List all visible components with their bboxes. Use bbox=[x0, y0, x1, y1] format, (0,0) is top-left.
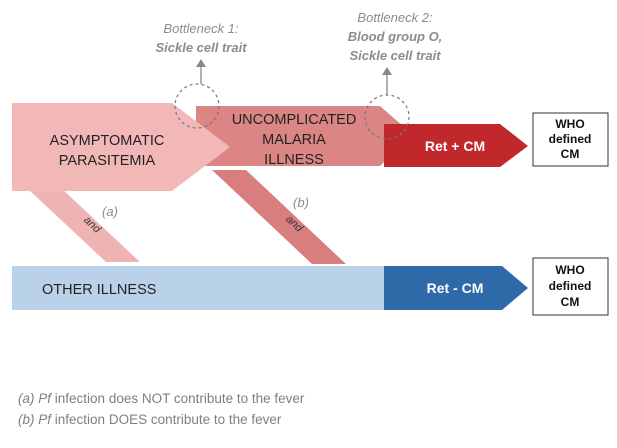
footnote-b: (b) Pf infection DOES contribute to the … bbox=[18, 409, 304, 430]
ret-minus-cm-arrow bbox=[384, 266, 528, 310]
footnote-b-text: infection DOES contribute to the fever bbox=[51, 412, 282, 427]
footnote-b-italic: Pf bbox=[38, 412, 52, 427]
asymptomatic-label-line-2: PARASITEMIA bbox=[59, 153, 156, 169]
uncomplicated-label-line-1: UNCOMPLICATED bbox=[232, 112, 357, 128]
ret-plus-cm-label: Ret + CM bbox=[425, 138, 485, 154]
footnote-a: (a) Pf infection does NOT contribute to … bbox=[18, 388, 304, 409]
footnote-b-marker: (b) bbox=[18, 412, 35, 427]
footnote-a-marker: (a) bbox=[18, 391, 35, 406]
uncomplicated-label-line-3: ILLNESS bbox=[264, 152, 324, 168]
connector-a-marker: (a) bbox=[102, 204, 118, 219]
bottleneck-1-title: Bottleneck 1: bbox=[163, 21, 239, 36]
bottleneck-2-detail-line-2: Sickle cell trait bbox=[349, 48, 441, 63]
other-illness-label: OTHER ILLNESS bbox=[42, 282, 156, 298]
who-box-bottom-line-1: WHO bbox=[555, 263, 584, 277]
bottleneck-2-title: Bottleneck 2: bbox=[357, 10, 433, 25]
asymptomatic-label-line-1: ASYMPTOMATIC bbox=[50, 133, 165, 149]
footnote-a-text: infection does NOT contribute to the fev… bbox=[51, 391, 305, 406]
who-box-top-line-2: defined bbox=[549, 132, 592, 146]
uncomplicated-label-line-2: MALARIA bbox=[262, 132, 326, 148]
asymptomatic-parasitemia-arrow bbox=[12, 103, 230, 191]
who-box-bottom bbox=[532, 257, 609, 316]
bottleneck-2-arrow-head bbox=[382, 67, 392, 75]
footnotes: (a) Pf infection does NOT contribute to … bbox=[18, 388, 304, 430]
bottleneck-1-detail: Sickle cell trait bbox=[155, 40, 247, 55]
ret-plus-cm-arrow bbox=[384, 124, 528, 167]
ret-minus-cm-label: Ret - CM bbox=[427, 280, 484, 296]
other-illness-bar bbox=[12, 266, 394, 310]
who-box-bottom-line-3: CM bbox=[561, 295, 580, 309]
who-box-top-line-3: CM bbox=[561, 147, 580, 161]
who-box-bottom-line-2: defined bbox=[549, 279, 592, 293]
who-box-top-line-1: WHO bbox=[555, 117, 584, 131]
bottleneck-1-arrow-head bbox=[196, 59, 206, 67]
who-box-top bbox=[532, 112, 609, 167]
footnote-a-italic: Pf bbox=[38, 391, 52, 406]
connector-a-band bbox=[28, 189, 140, 262]
connector-b-marker: (b) bbox=[293, 195, 309, 210]
bottleneck-2-detail-line-1: Blood group O, bbox=[348, 29, 443, 44]
uncomplicated-malaria-arrow bbox=[196, 106, 412, 166]
bottleneck-1-circle bbox=[174, 83, 220, 129]
connector-b-band bbox=[212, 170, 346, 264]
